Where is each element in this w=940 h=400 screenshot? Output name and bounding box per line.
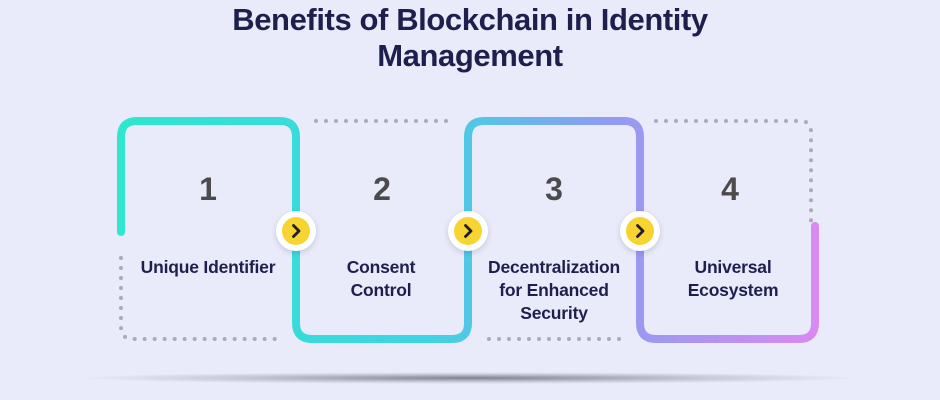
- step-3-number: 3: [545, 171, 563, 207]
- dotted-connector-1: [119, 256, 286, 341]
- next-arrow-button-3: [620, 211, 660, 251]
- step-1-number: 1: [199, 171, 217, 207]
- page-title: Benefits of Blockchain in Identity Manag…: [0, 2, 940, 74]
- floor-shadow: [80, 372, 860, 384]
- title-line-1: Benefits of Blockchain in Identity: [232, 2, 708, 37]
- next-arrow-button-1: [276, 211, 316, 251]
- title-line-2: Management: [377, 38, 563, 73]
- next-arrow-button-2: [448, 211, 488, 251]
- chevron-right-icon: [636, 224, 645, 238]
- step-4-number: 4: [721, 171, 739, 207]
- step-4-label: Universal Ecosystem: [687, 257, 779, 300]
- chevron-right-icon: [464, 224, 473, 238]
- dotted-connector-4: [654, 119, 813, 226]
- step-2-number: 2: [373, 171, 391, 207]
- step-3-label: Decentralization for Enhanced Security: [488, 257, 620, 323]
- step-2-label: Consent Control: [346, 257, 416, 300]
- step-1-label: Unique Identifier: [140, 257, 276, 277]
- chevron-right-icon: [292, 224, 301, 238]
